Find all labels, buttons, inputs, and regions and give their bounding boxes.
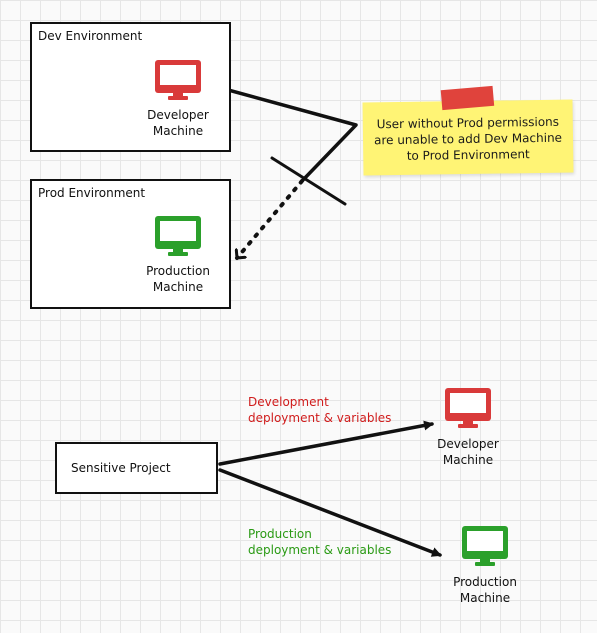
dev-to-bend-line [208, 83, 358, 183]
permissions-sticky-note: User without Prod permissions are unable… [362, 85, 574, 176]
dev-environment-title: Dev Environment [38, 29, 143, 43]
target-production-machine-label: Production Machine [453, 575, 517, 605]
sensitive-project-label: Sensitive Project [71, 461, 171, 475]
developer-machine-label: Developer Machine [147, 108, 209, 138]
dev-deployment-label: Development deployment & variables [248, 395, 392, 425]
developer-machine-icon [155, 60, 201, 102]
project-to-dev-arrow [218, 420, 434, 466]
production-machine-label: Production Machine [146, 264, 210, 294]
target-developer-machine-icon [445, 388, 491, 430]
sticky-tape [440, 85, 495, 111]
target-production-machine-icon [462, 526, 508, 568]
block-cross-mark [270, 156, 347, 206]
production-machine-icon [155, 216, 201, 258]
sticky-note-text: User without Prod permissions are unable… [373, 114, 563, 163]
prod-environment-title: Prod Environment [38, 186, 146, 200]
prod-deployment-label: Production deployment & variables [248, 527, 392, 557]
project-to-prod-arrow [218, 468, 442, 557]
sensitive-project-box[interactable]: Sensitive Project [55, 442, 218, 494]
target-developer-machine-label: Developer Machine [437, 437, 499, 467]
blocked-dotted-arrow [237, 179, 304, 260]
